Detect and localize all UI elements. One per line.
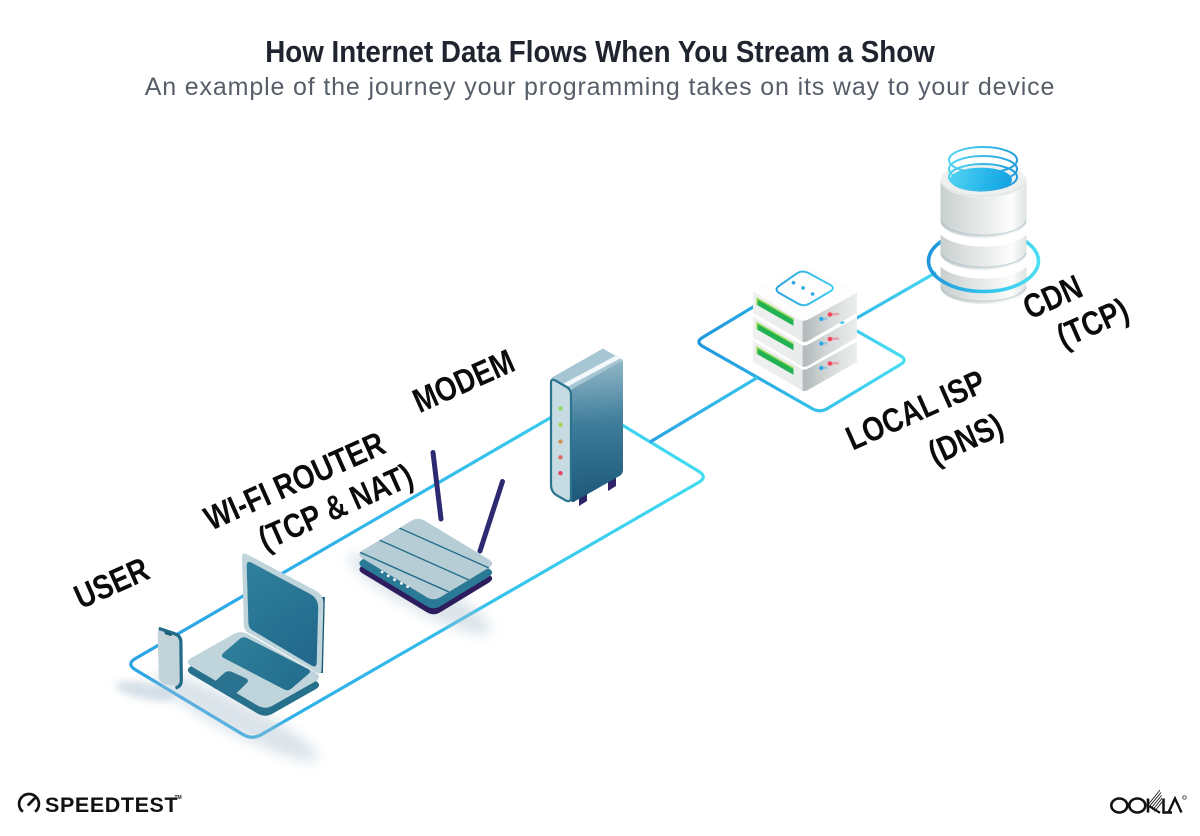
svg-text:TM: TM — [175, 795, 182, 801]
svg-text:SPEEDTEST: SPEEDTEST — [45, 793, 178, 817]
